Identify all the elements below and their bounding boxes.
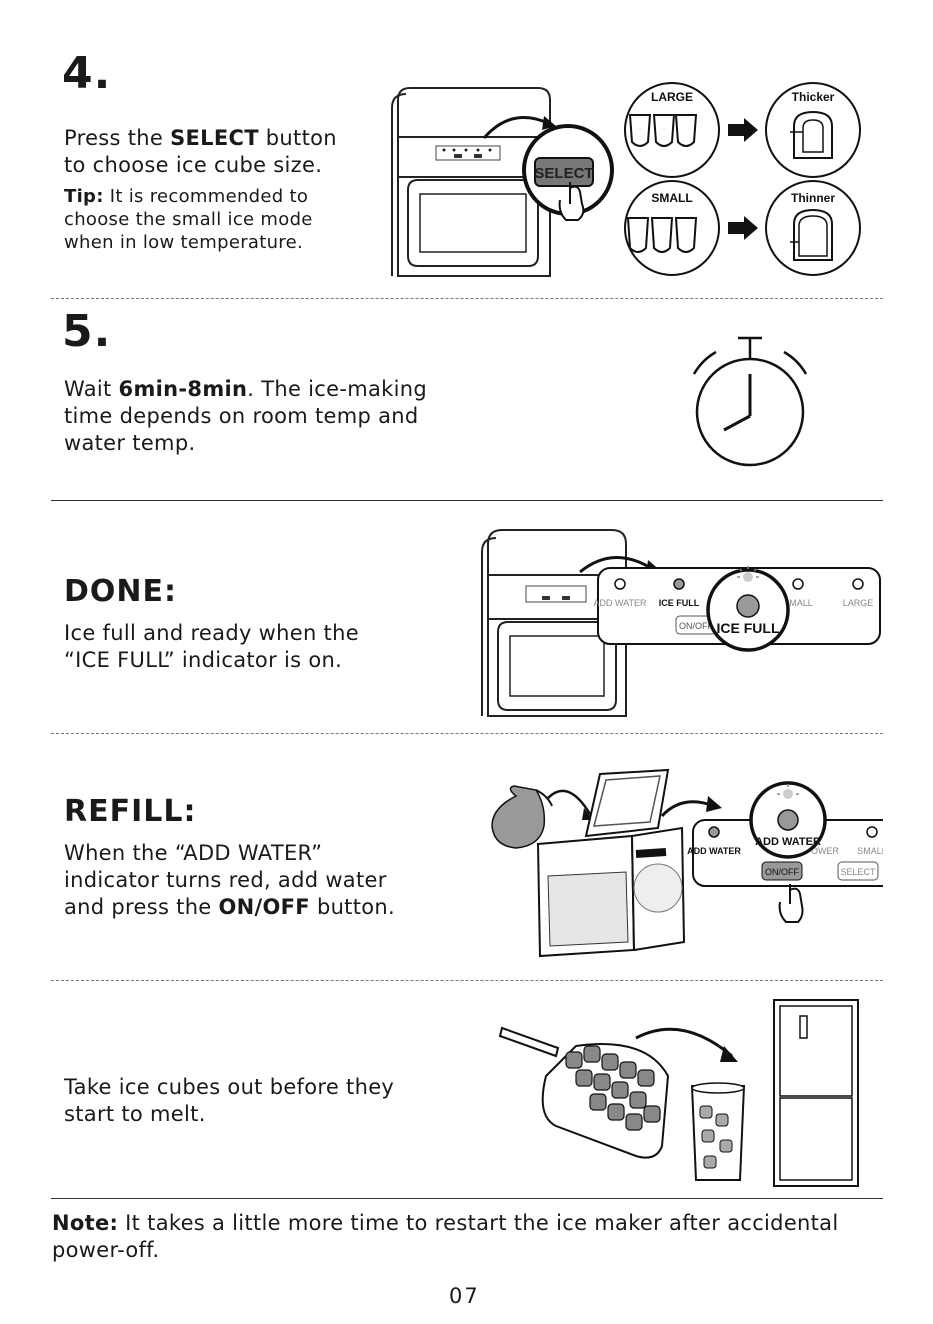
step-4-text-post: button [258,126,337,150]
step-4-text-line2: to choose ice cube size. [64,153,323,177]
onoff-keyword: ON/OFF [218,895,310,919]
panel-ice-full: ICE FULL [659,598,700,608]
tip-label: Tip: [64,186,104,207]
refill-line1: When the “ADD WATER” [64,841,323,865]
melt-line2: start to melt. [64,1102,206,1126]
refill-line3-pre: and press the [64,895,219,919]
tip-line2: choose the small ice mode [64,209,313,230]
timer-clock-icon [692,336,808,467]
divider-dashed-3 [51,980,883,981]
refill-panel-select: SELECT [840,867,876,877]
melt-line1: Take ice cubes out before they [64,1075,395,1099]
step-5-line2: time depends on room temp and [64,404,419,428]
divider-solid-2 [51,1198,883,1199]
refill-panel-small: SMALL [857,846,883,856]
step-4-instruction: Press the SELECT button to choose ice cu… [64,125,384,179]
divider-dashed-2 [51,733,883,734]
thicker-label: Thicker [792,90,835,104]
ice-full-indicator-illustration: ADD WATER ICE FULL SMALL LARGE ON/OFF IC… [481,529,881,717]
step-4-number: 4. [62,48,112,99]
select-keyword: SELECT [170,126,259,150]
zoom-select-button: SELECT [534,165,593,182]
wait-time: 6min-8min [118,377,248,401]
step-5-instruction: Wait 6min-8min. The ice-making time depe… [64,376,484,457]
panel-onoff: ON/OFF [679,621,713,631]
small-label: SMALL [651,191,692,205]
refill-heading: REFILL: [64,794,197,829]
ice-size-comparison: LARGE Thicker SMALL Thinner [624,82,861,276]
refill-water-illustration: ADD WATER POWER SMALL ON/OFF SELECT ADD … [491,768,883,958]
step-5-line3: water temp. [64,431,196,455]
thinner-label: Thinner [791,191,835,205]
zoom-ice-full-label: ICE FULL [717,620,780,636]
melt-instruction: Take ice cubes out before they start to … [64,1074,484,1128]
refill-panel-add-water: ADD WATER [687,846,741,856]
note-line2: power-off. [52,1238,160,1262]
note-text: Note: It takes a little more time to res… [52,1210,902,1264]
done-line2: “ICE FULL” indicator is on. [64,648,343,672]
divider-dashed-1 [51,298,883,299]
zoom-add-water-label: ADD WATER [755,836,821,848]
tip-line3: when in low temperature. [64,232,303,253]
done-line1: Ice full and ready when the [64,621,359,645]
refill-instruction: When the “ADD WATER” indicator turns red… [64,840,484,921]
step-4-text-pre: Press the [64,126,171,150]
tip-line1: It is recommended to [103,186,309,207]
panel-large: LARGE [843,598,874,608]
refill-line3-post: button. [309,895,395,919]
large-label: LARGE [651,90,693,104]
step-5-post: . The ice-making [247,377,427,401]
done-instruction: Ice full and ready when the “ICE FULL” i… [64,620,424,674]
refill-panel-power: POWER [805,846,840,856]
divider-solid-1 [51,500,883,501]
step-4-tip: Tip: It is recommended to choose the sma… [64,185,384,254]
panel-add-water: ADD WATER [594,598,647,608]
ice-scoop-freezer-illustration [498,999,859,1187]
panel-small: SMALL [783,598,813,608]
refill-line2: indicator turns red, add water [64,868,387,892]
refill-panel-onoff: ON/OFF [765,867,799,877]
step-5-number: 5. [62,306,112,357]
note-label: Note: [52,1211,119,1235]
done-heading: DONE: [64,574,178,609]
page-number: 07 [449,1284,480,1308]
ice-maker-select-illustration: SELECT [391,87,614,277]
step-5-pre: Wait [64,377,119,401]
note-line1: It takes a little more time to restart t… [118,1211,839,1235]
